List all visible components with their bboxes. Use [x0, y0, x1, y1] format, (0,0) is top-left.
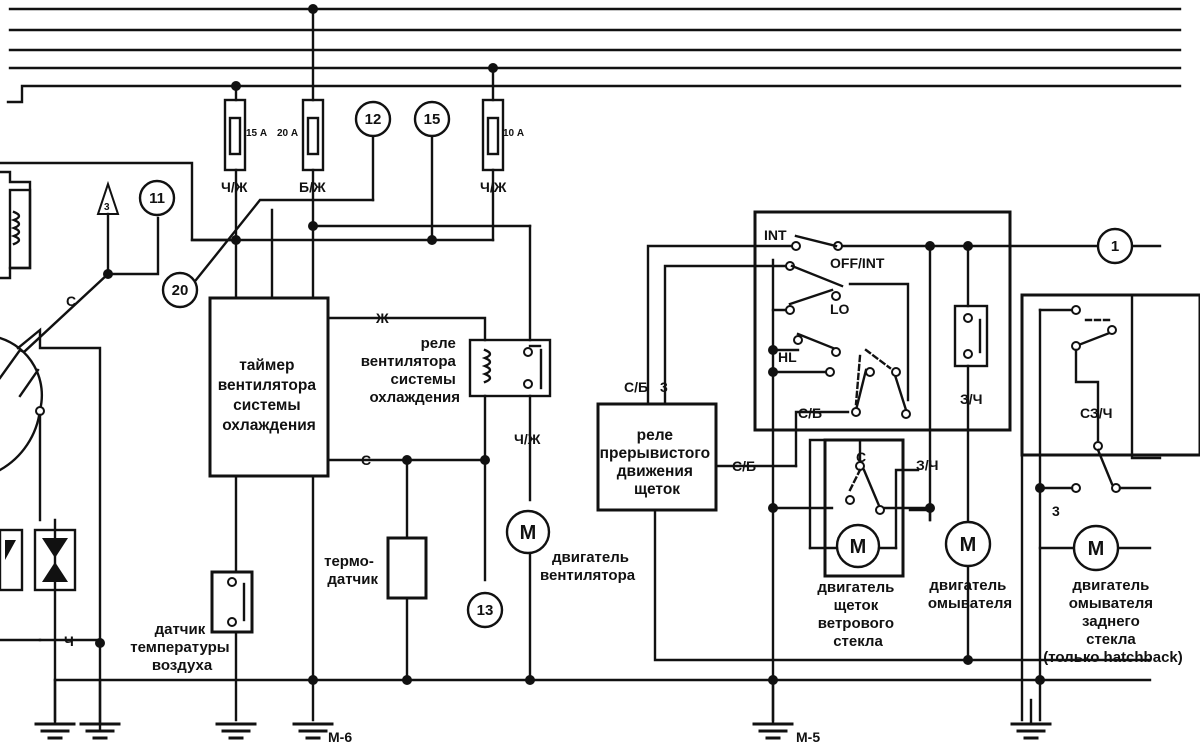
- wire-label: С/Б: [624, 379, 648, 395]
- wiper-relay-label: реле прерывистого движения щеток: [600, 427, 715, 498]
- wire-label: Ч/Ж: [480, 179, 507, 195]
- wiper-switch-box: [753, 210, 1012, 432]
- fan-motor-symbol: M: [520, 522, 537, 544]
- wire-label: З/Ч: [916, 457, 939, 473]
- wiper-motor-box: [823, 438, 905, 578]
- fan-timer-box: [208, 296, 330, 478]
- power-bus: [6, 4, 1182, 104]
- fan-relay-label: реле вентилятора системы охлаждения: [361, 335, 460, 406]
- fuse-20a-label: 20 А: [277, 128, 298, 139]
- switch-int-label: INT: [764, 227, 787, 243]
- connector-12-label: 12: [365, 111, 382, 128]
- connector-1-label: 1: [1111, 238, 1119, 255]
- fan-timer-label: таймер вентилятора системы охлаждения: [218, 357, 321, 434]
- wiper-motor-symbol: M: [850, 536, 867, 558]
- wiper-wiring: [646, 241, 1152, 722]
- fuse-10a: 10 А: [481, 66, 524, 242]
- connector-15-label: 15: [424, 111, 441, 128]
- wire-label: С/Б: [732, 458, 756, 474]
- wire-label: Б/Ж: [299, 179, 326, 195]
- ground-symbol: [1010, 722, 1052, 740]
- connector-20-label: 20: [172, 282, 189, 299]
- thermo-sensor-label: термо- датчик: [324, 553, 378, 588]
- svg-text:3: 3: [104, 202, 110, 213]
- wire-label: Ж: [375, 310, 389, 326]
- ground-symbols: [34, 678, 1052, 740]
- fan-relay: [468, 338, 552, 398]
- washer-motor-label: двигатель омывателя: [928, 577, 1012, 612]
- connector-1: [1096, 227, 1134, 265]
- washer-motor-symbol: M: [960, 534, 977, 556]
- fuse-20a: 20 А: [277, 7, 325, 228]
- connector-20: [161, 271, 199, 309]
- rear-washer-motor-label: двигатель омывателя заднего стекла (толь…: [1043, 577, 1183, 666]
- washer-motor: [944, 520, 992, 568]
- ground-symbol: [34, 722, 76, 740]
- rear-washer-switch-box: [1020, 293, 1200, 457]
- wire-label: С: [856, 449, 866, 465]
- wire-label: С: [361, 452, 371, 468]
- connector-11-label: 11: [149, 190, 165, 207]
- wire-label: З/Ч: [960, 391, 983, 407]
- wire-label: 3: [1052, 503, 1060, 519]
- connector-15: [413, 100, 451, 138]
- switch-lo-label: LO: [830, 301, 850, 317]
- connector-13: [466, 591, 504, 629]
- connector-13-label: 13: [477, 602, 494, 619]
- fan-motor-label: двигатель вентилятора: [540, 549, 636, 584]
- timer-wiring: [53, 208, 1152, 722]
- wire-label: 3: [660, 379, 668, 395]
- air-temp-sensor: [210, 570, 254, 634]
- wiper-motor: [835, 523, 881, 569]
- wire-label: С: [66, 293, 76, 309]
- wire-label: СЗ/Ч: [1080, 405, 1112, 421]
- connector-11: [138, 179, 176, 217]
- wire-label: Ч: [64, 633, 74, 649]
- wire-label: Ч/Ж: [221, 179, 248, 195]
- wiper-relay-box: [596, 402, 718, 512]
- connector-12: [354, 100, 392, 138]
- wiper-park-switch: [845, 461, 885, 515]
- ground-symbol: [752, 722, 794, 740]
- rear-washer-motor: [1072, 524, 1120, 572]
- ground-m6-label: М-6: [328, 729, 352, 745]
- thermo-sensor: [386, 536, 428, 600]
- air-temp-sensor-label: датчик температуры воздуха: [130, 621, 234, 674]
- wire-label: С/Б: [798, 405, 822, 421]
- ground-symbol: [215, 722, 257, 740]
- switch-offint-label: OFF/INT: [830, 255, 885, 271]
- rear-washer-motor-symbol: M: [1088, 538, 1105, 560]
- ground-symbol: [292, 722, 334, 740]
- wiper-switch-contacts: [785, 234, 911, 419]
- washer-switch: [953, 304, 989, 368]
- switch-hl-label: HL: [778, 349, 797, 365]
- wire-label: Ч/Ж: [514, 431, 541, 447]
- ground-m5-label: М-5: [796, 729, 820, 745]
- wiper-motor-label: двигатель щеток ветрового стекла: [817, 579, 898, 650]
- fuse-15a-label: 15 А: [246, 128, 267, 139]
- fan-motor: [505, 509, 551, 555]
- fuse-10a-label: 10 А: [503, 128, 524, 139]
